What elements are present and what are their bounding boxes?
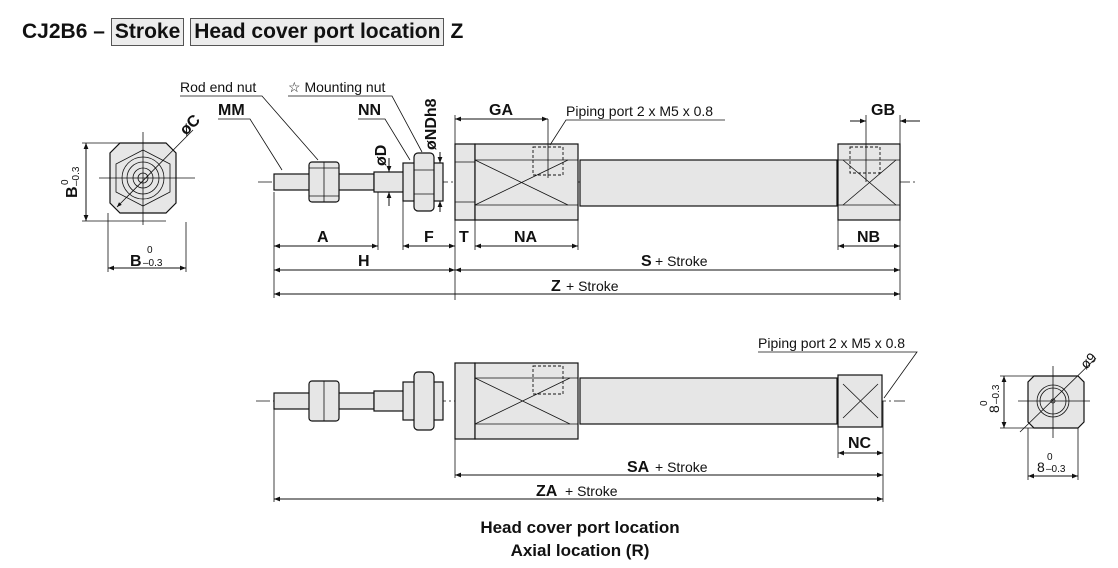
dim-ND: øNDh8 [423, 98, 440, 150]
cover-cross [842, 383, 879, 419]
cylinder-tube [579, 377, 838, 425]
leader-mounting-nut [288, 95, 423, 153]
callout-piping-port: Piping port 2 x M5 x 0.8 [566, 103, 713, 119]
port-hidden [849, 146, 881, 174]
cover-cross [474, 159, 569, 206]
dim-8-vertical-lower: –0.3 [991, 384, 1002, 404]
dim-Z-suffix: + Stroke [566, 278, 619, 294]
bottom-side-view: Piping port 2 x M5 x 0.8 NC SA + Stroke … [256, 335, 918, 502]
dim-8-vertical: 8 [986, 405, 1002, 413]
dim-MM: MM [218, 102, 245, 119]
dim-A: A [317, 229, 329, 246]
dim-SA: SA [627, 459, 650, 476]
dim-S-suffix: + Stroke [655, 253, 708, 269]
dim-8-vertical-upper: 0 [979, 400, 990, 406]
dim-NC: NC [848, 435, 872, 452]
dim-F: F [424, 229, 434, 246]
dim-B-horizontal-upper: 0 [147, 245, 153, 256]
caption-line-2: Axial location (R) [510, 541, 650, 560]
dim-8-horizontal: 8 [1037, 459, 1045, 475]
dim-dia-9: ø9 [1077, 349, 1100, 372]
stroke-box: Stroke [110, 18, 185, 46]
leader-NN [358, 118, 411, 161]
dim-T: T [459, 229, 469, 246]
cover-cross [842, 159, 897, 206]
top-side-view: Rod end nut ☆ Mounting nut MM NN øD øNDh… [180, 79, 920, 300]
dim-B-vertical-upper: 0 [60, 179, 71, 185]
callout-rod-end-nut: Rod end nut [180, 79, 256, 95]
dim-ZA-suffix: + Stroke [565, 483, 618, 499]
dim-B-vertical: B [64, 186, 81, 198]
end-view-left: øC B 0 –0.3 B 0 –0.3 [60, 111, 204, 272]
leader-piping-port-axial [758, 351, 918, 399]
piston-rod [373, 171, 407, 193]
mounting-nut [413, 152, 435, 212]
callout-mounting-nut: ☆ Mounting nut [288, 79, 385, 95]
rod-cover-hex [454, 143, 476, 221]
port-location-box: Head cover port location [190, 18, 445, 46]
dim-ZA: ZA [536, 483, 558, 500]
leader-rod-end-nut [180, 95, 319, 161]
model-title: CJ2B6 – Stroke Head cover port location … [22, 18, 463, 46]
dim-NN: NN [358, 102, 381, 119]
model-code: CJ2B6 – [22, 20, 105, 43]
rod-cover [474, 362, 579, 440]
end-view-body [1027, 375, 1085, 429]
end-view-right: ø9 8 0 –0.3 8 0 –0.3 [979, 349, 1100, 480]
end-view-dia-line [1019, 357, 1097, 433]
dim-GA: GA [489, 102, 513, 119]
dim-SA-suffix: + Stroke [655, 459, 708, 475]
dim-NB: NB [857, 229, 880, 246]
mounting-nut [413, 371, 435, 431]
figure-caption: Head cover port location Axial location … [440, 516, 720, 562]
caption-line-1: Head cover port location [480, 518, 680, 537]
dim-Z: Z [551, 278, 561, 295]
dim-NA: NA [514, 229, 538, 246]
dim-C: øC [177, 111, 204, 138]
end-view-dia-line [116, 129, 194, 208]
cover-cross [474, 377, 571, 425]
dim-B-horizontal: B [130, 253, 142, 270]
dim-H: H [358, 253, 370, 270]
cylinder-tube [579, 159, 838, 207]
leader-MM [218, 118, 283, 171]
rod-cover [474, 143, 579, 221]
dim-B-horizontal-lower: –0.3 [143, 258, 163, 269]
dim-8-horizontal-upper: 0 [1047, 452, 1053, 463]
port-hidden [532, 365, 564, 395]
dim-B-vertical-lower: –0.3 [71, 166, 82, 186]
dim-S: S [641, 253, 652, 270]
dim-GB: GB [871, 102, 895, 119]
dim-8-horizontal-lower: –0.3 [1046, 464, 1066, 475]
model-suffix: Z [450, 20, 464, 43]
dim-D: øD [373, 145, 390, 166]
rod-cover-hex [454, 362, 476, 440]
callout-piping-port-axial: Piping port 2 x M5 x 0.8 [758, 335, 905, 351]
leader-piping-port [549, 119, 725, 146]
piston-rod [373, 390, 407, 412]
